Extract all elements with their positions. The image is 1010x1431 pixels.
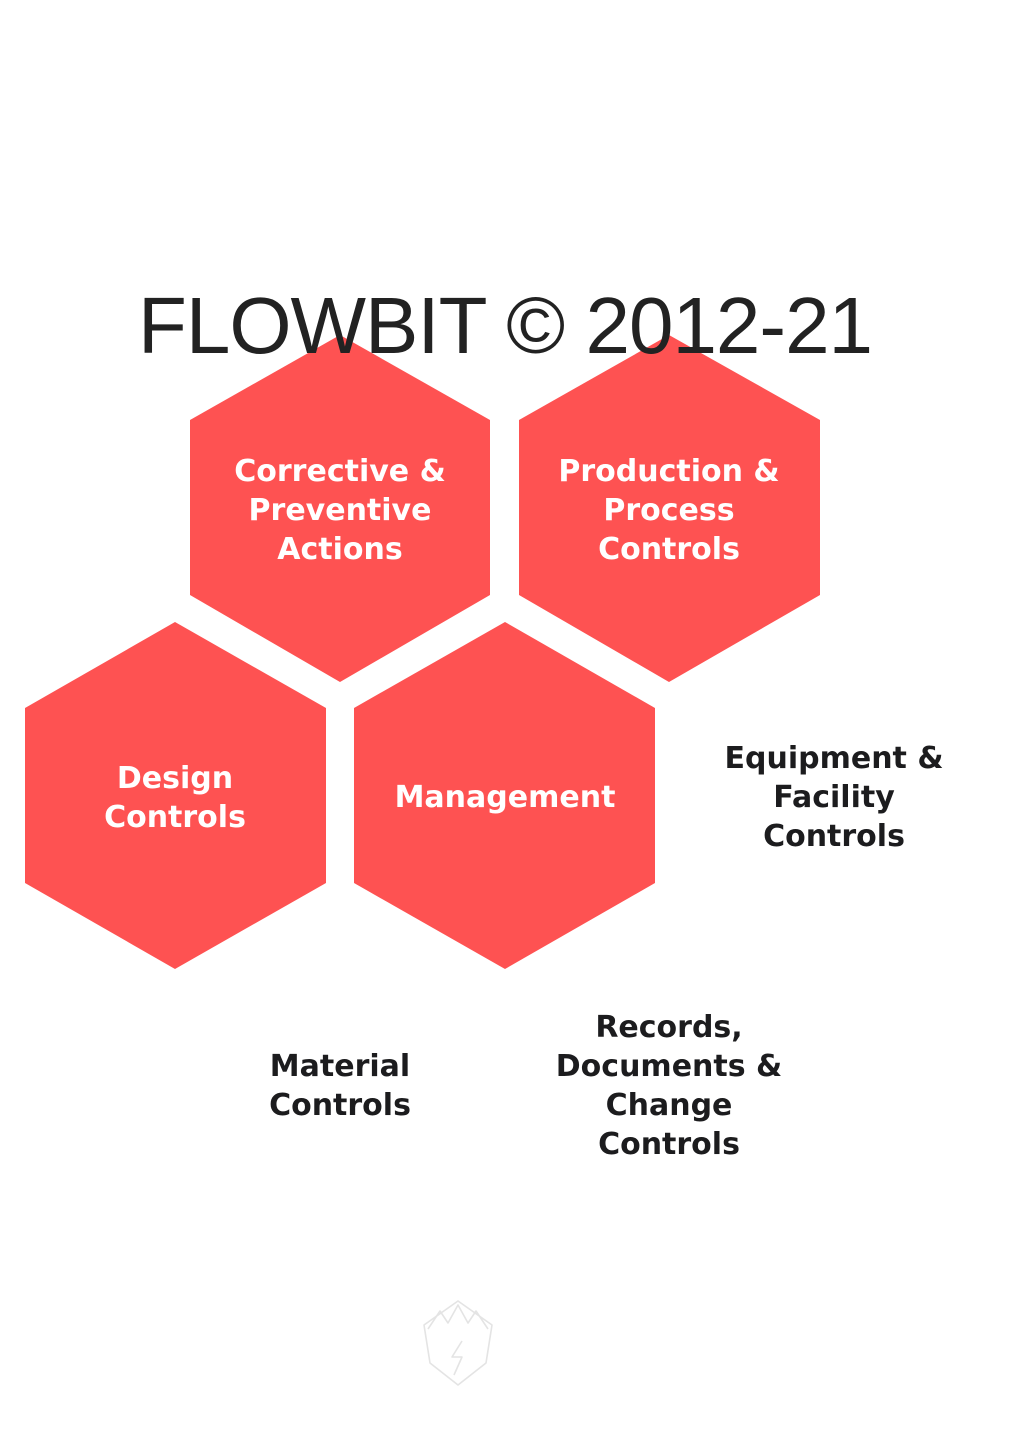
hexagon-label-production: Production & Process Controls [558, 454, 780, 567]
free-label-material: Material Controls [269, 1049, 411, 1123]
page-title: FLOWBIT © 2012-21 [137, 281, 873, 370]
hexagon-label-corrective: Corrective & Preventive Actions [234, 454, 446, 567]
hexagon-management [354, 622, 655, 969]
hexagon-production [519, 335, 820, 682]
hexagon-label-management: Management [394, 780, 616, 815]
mountain-lightning-logo-icon [423, 1300, 493, 1386]
free-label-equipment: Equipment & Facility Controls [724, 741, 944, 854]
free-label-records: Records, Documents & Change Controls [555, 1010, 783, 1162]
hexagon-label-design: Design Controls [104, 761, 246, 835]
hexagon-corrective [190, 335, 490, 682]
hexagon-design [25, 622, 326, 969]
